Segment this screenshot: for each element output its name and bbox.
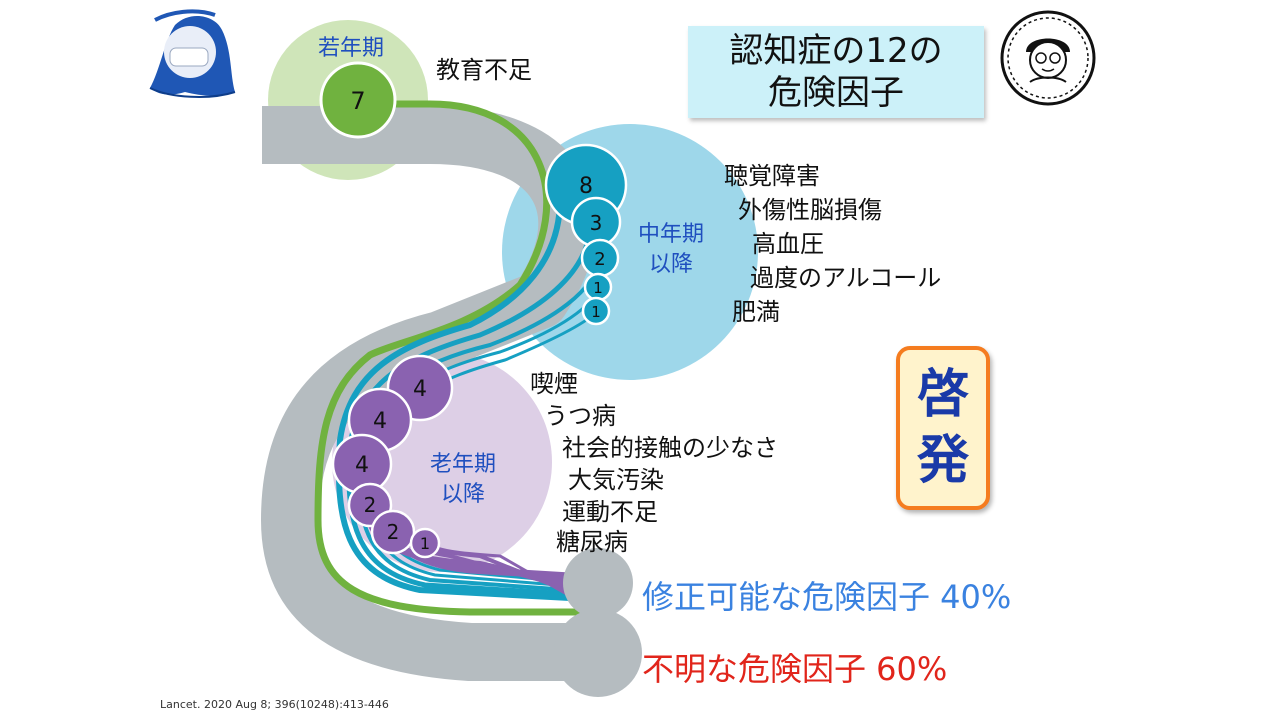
- old-count-1: 4: [373, 409, 387, 434]
- old-stage-label-line1: 老年期: [430, 452, 497, 477]
- young-stage-label: 若年期: [318, 36, 385, 61]
- modifiable-end-node: [563, 548, 633, 618]
- factor-alcohol: 過度のアルコール: [750, 264, 942, 292]
- factor-hearing: 聴覚障害: [724, 162, 820, 190]
- citation: Lancet. 2020 Aug 8; 396(10248):413-446: [160, 698, 389, 711]
- old-factor-circles: [331, 354, 454, 559]
- factor-depression: うつ病: [544, 402, 616, 430]
- middle-count-0: 8: [579, 174, 593, 199]
- unknown-end-node: [554, 609, 642, 697]
- old-count-4: 2: [387, 520, 400, 544]
- factor-air-pollution: 大気汚染: [568, 466, 664, 494]
- old-count-2: 4: [355, 453, 369, 478]
- middle-count-1: 3: [590, 211, 603, 235]
- factor-tbi: 外傷性脳損傷: [738, 196, 882, 224]
- middle-count-3: 1: [593, 279, 603, 297]
- unknown-risk-result: 不明な危険因子 60%: [642, 650, 948, 688]
- middle-factor-counts: 8 3 2 1 1: [579, 174, 606, 321]
- factor-diabetes: 糖尿病: [556, 528, 628, 556]
- slide-title-line1: 認知症の12の: [729, 31, 943, 71]
- factor-education: 教育不足: [436, 56, 532, 84]
- middle-circle-obesity: [581, 296, 611, 326]
- old-count-0: 4: [413, 377, 427, 402]
- author-seal-icon: [1000, 10, 1096, 106]
- old-circle-exercise: [370, 509, 416, 555]
- slide-title: 認知症の12の 危険因子: [688, 26, 984, 118]
- factor-physical-inactivity: 運動不足: [562, 498, 658, 526]
- factor-hypertension: 高血圧: [752, 230, 824, 258]
- green-flow-band: [314, 100, 580, 616]
- middle-count-2: 2: [594, 249, 605, 270]
- modifiable-risk-result: 修正可能な危険因子 40%: [642, 578, 1012, 616]
- middle-factor-circles: [544, 143, 628, 326]
- middle-stage-label: 中年期 以降: [638, 220, 704, 280]
- factor-obesity: 肥満: [732, 298, 780, 326]
- mascot-icon: [149, 9, 236, 98]
- factor-social-contact: 社会的接触の少なさ: [562, 434, 778, 462]
- old-count-5: 1: [420, 534, 430, 553]
- young-factor-circle: 7: [319, 61, 397, 139]
- awareness-badge: 啓 発: [896, 346, 990, 510]
- young-factor-count: 7: [350, 87, 365, 115]
- old-count-3: 2: [364, 493, 377, 517]
- old-circle-diabetes: [409, 527, 441, 559]
- middle-stage-label-line2: 以降: [649, 252, 694, 277]
- old-stage-label-line2: 以降: [441, 482, 486, 507]
- awareness-badge-char2: 発: [916, 431, 969, 491]
- middle-stage-label-line1: 中年期: [638, 222, 705, 247]
- awareness-badge-char1: 啓: [916, 365, 969, 425]
- old-stage-label: 老年期 以降: [430, 450, 496, 510]
- slide-title-line2: 危険因子: [768, 73, 904, 113]
- factor-smoking: 喫煙: [530, 370, 578, 398]
- middle-count-4: 1: [591, 303, 601, 321]
- old-factor-counts: 4 4 4 2 2 1: [355, 377, 430, 553]
